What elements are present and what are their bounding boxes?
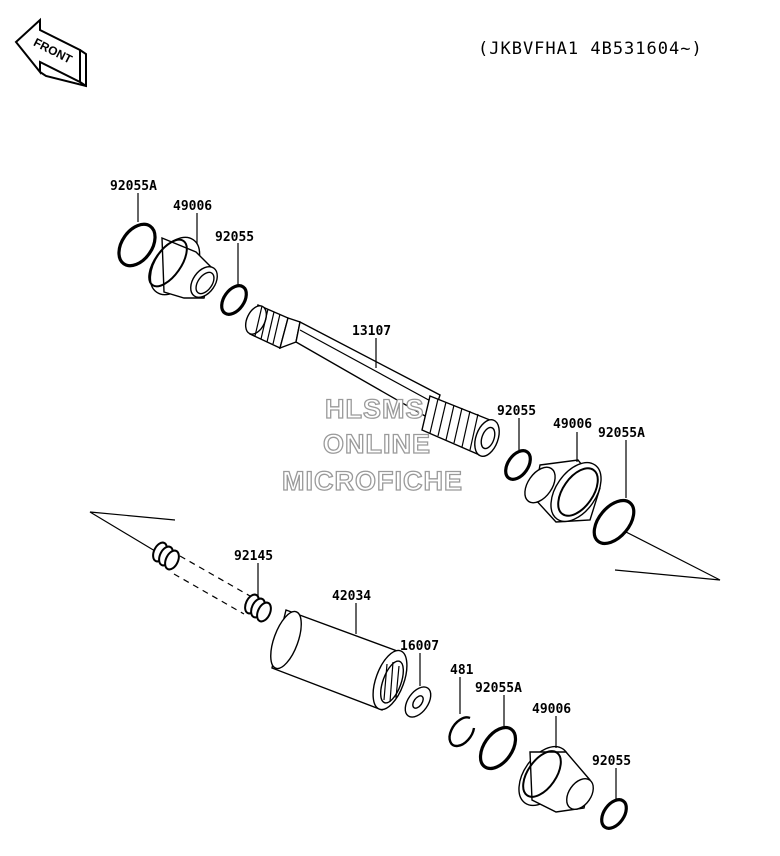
mid-boot (524, 459, 602, 523)
label-481: 481 (450, 663, 474, 678)
watermark-line2: ONLINE (323, 429, 431, 459)
label-92145: 92145 (234, 549, 273, 564)
label-92055-upper: 92055 (215, 230, 254, 245)
upper-ring (220, 284, 248, 316)
watermark: HLSMS ONLINE MICROFICHE (281, 393, 463, 496)
axis-line-lower (89, 511, 176, 561)
label-49006-upper: 49006 (173, 199, 212, 214)
label-92055-lower: 92055 (592, 754, 631, 769)
label-92055A-lower: 92055A (475, 681, 522, 696)
label-92055-mid: 92055 (497, 404, 536, 419)
mid-ring (504, 449, 532, 481)
label-13107: 13107 (352, 324, 391, 339)
spring-upper-coil (152, 541, 180, 571)
lower-ring (600, 798, 628, 830)
serial-range: (JKBVFHA1 4B531604~) (478, 39, 703, 59)
coupling-sleeve (270, 609, 408, 711)
label-92055A-upper: 92055A (110, 179, 157, 194)
spring-dash-2 (173, 573, 245, 615)
lower-ring-a (478, 725, 518, 771)
upper-ring-a (117, 222, 157, 268)
upper-boot (148, 236, 218, 299)
label-16007: 16007 (400, 639, 439, 654)
label-92055A-mid: 92055A (598, 426, 645, 441)
spring-dash-1 (179, 555, 251, 597)
axis-line-upper (614, 531, 721, 581)
washer (404, 686, 432, 718)
spring-lower-coil (244, 593, 272, 623)
lower-boot (518, 745, 594, 813)
watermark-line1: HLSMS (325, 394, 425, 424)
front-arrow-icon: FRONT (14, 17, 87, 88)
leader-lines (137, 193, 627, 800)
mid-ring-a (592, 498, 636, 546)
label-42034: 42034 (332, 589, 371, 604)
circlip (448, 716, 476, 748)
watermark-line3: MICROFICHE (282, 466, 463, 496)
drive-shaft (244, 304, 500, 457)
label-49006-mid: 49006 (553, 417, 592, 432)
label-49006-lower: 49006 (532, 702, 571, 717)
